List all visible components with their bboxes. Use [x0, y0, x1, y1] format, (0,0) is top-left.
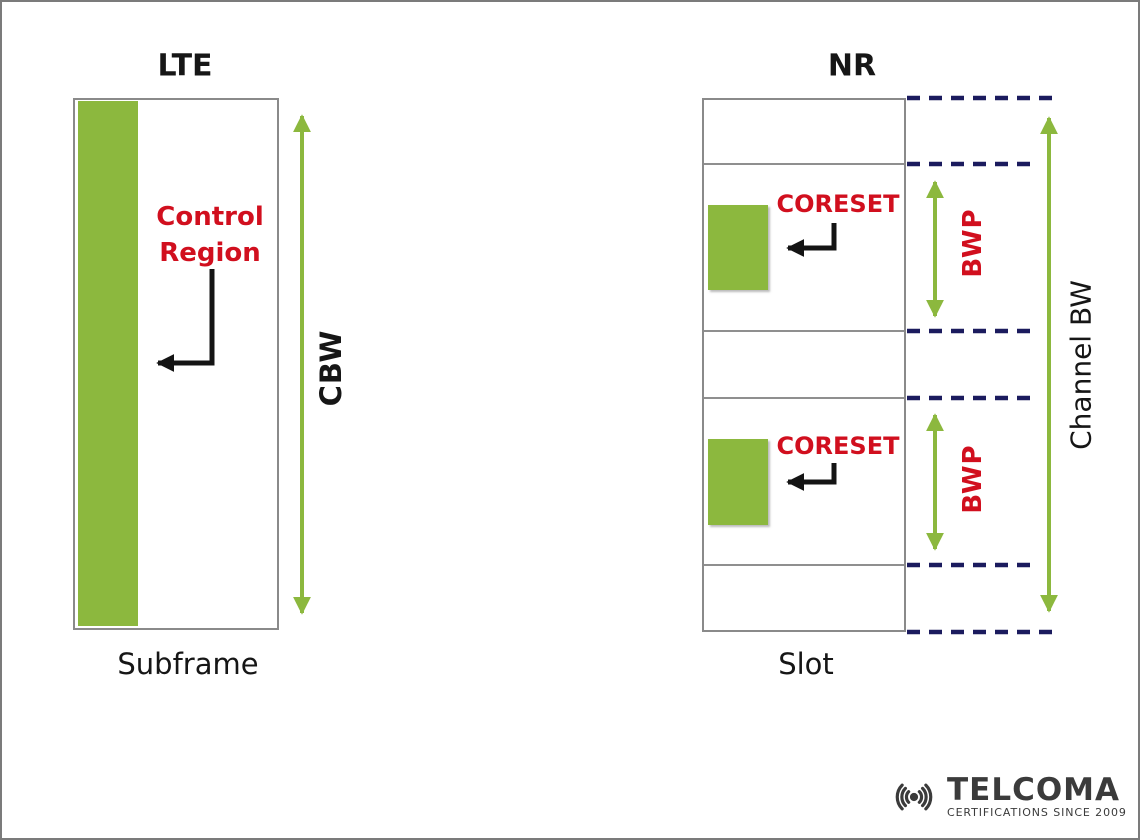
- nr-title: NR: [827, 48, 877, 84]
- lte-title: LTE: [157, 48, 213, 84]
- measurement-arrows: [293, 114, 1058, 615]
- nr-row-divider: [704, 163, 904, 165]
- logo-tagline-text: CERTIFICATIONS SINCE 2009: [947, 806, 1127, 819]
- nr-row-divider: [704, 330, 904, 332]
- lte-subframe-rect: [73, 98, 279, 630]
- nr-coreset-box-1: [708, 205, 768, 290]
- lte-cbw-label: CBW: [314, 329, 348, 407]
- nr-coreset-label-2: CORESET: [776, 432, 900, 460]
- nr-slot-rect: [702, 98, 906, 632]
- logo-brand-text: TELCOMA: [947, 772, 1121, 808]
- lte-subframe-caption: Subframe: [117, 647, 259, 681]
- nr-coreset-label-1: CORESET: [776, 190, 900, 218]
- radio-signal-icon: [895, 783, 933, 811]
- bwp-boundary-dashes: [907, 95, 1060, 635]
- nr-bwp-label-2: BWP: [958, 444, 988, 514]
- nr-coreset-box-2: [708, 439, 768, 525]
- nr-channel-bw-label: Channel BW: [1064, 280, 1098, 450]
- nr-slot-caption: Slot: [778, 647, 834, 681]
- nr-row-divider: [704, 564, 904, 566]
- lte-control-region-label: Control Region: [156, 202, 264, 268]
- nr-bwp-label-1: BWP: [958, 208, 988, 278]
- telcoma-logo: TELCOMA CERTIFICATIONS SINCE 2009: [886, 774, 1127, 820]
- nr-row-divider: [704, 397, 904, 399]
- lte-control-region-fill: [78, 101, 138, 626]
